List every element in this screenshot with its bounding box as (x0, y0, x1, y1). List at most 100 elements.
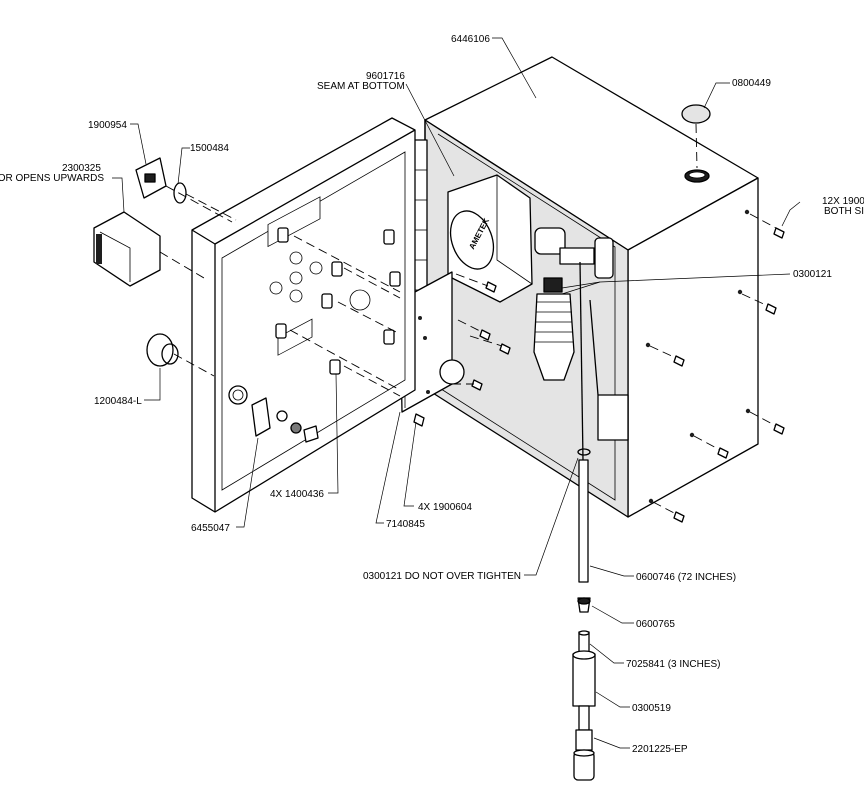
screw (773, 227, 785, 239)
latch-cam (251, 397, 271, 437)
callout-4x1900604: 4X 1900604 (418, 502, 472, 513)
leader-0800449 (703, 82, 730, 109)
callout-9601716: 9601716 (366, 71, 405, 82)
explode-line (173, 353, 215, 377)
door-hole (309, 261, 323, 275)
ferrule-top (577, 597, 591, 605)
plate-hole (426, 390, 430, 394)
tube-fitting-stack (572, 261, 596, 781)
callout-seam-at-bottom: SEAM AT BOTTOM (317, 81, 405, 92)
explode-line (749, 213, 777, 229)
leader-4x1400436 (328, 373, 339, 494)
leader-lines (112, 37, 801, 749)
leader-1500484 (177, 147, 190, 185)
callout-1500484: 1500484 (190, 143, 229, 154)
explode-lines (159, 123, 777, 515)
explode-line (185, 193, 237, 221)
filter-bowl (533, 293, 575, 381)
screw (717, 447, 729, 459)
leader-9601716 (405, 83, 455, 177)
latch-2300325 (93, 211, 161, 287)
leader-6455047 (236, 437, 259, 528)
callout-0300121: 0300121 (793, 269, 832, 280)
tube-inside (579, 261, 584, 461)
explode-line (695, 123, 698, 169)
explode-line (749, 411, 777, 427)
callout-6446106: 6446106 (451, 34, 490, 45)
explode-line (741, 293, 769, 307)
side-hole (744, 209, 750, 215)
screw (673, 511, 685, 523)
explode-line (159, 251, 205, 279)
explode-line (343, 365, 401, 397)
explode-line (165, 185, 233, 223)
latch-edge (99, 231, 131, 282)
standoff (383, 329, 395, 345)
leader-6446106 (492, 37, 537, 99)
adapter-stem (578, 705, 590, 731)
screw (413, 413, 425, 427)
explode-line (343, 267, 401, 299)
plate-knob (439, 359, 465, 385)
door-standoffs (275, 227, 401, 375)
door-panel (191, 117, 416, 513)
explode-line (457, 319, 483, 333)
standoff (389, 271, 401, 287)
box-inner-rim (437, 133, 616, 501)
plate-hole (418, 316, 422, 320)
door-latch (228, 385, 319, 443)
fitting-1200484L-face (161, 343, 179, 365)
leader-2201225EP (593, 737, 630, 749)
callout-0800449: 0800449 (732, 78, 771, 89)
fitting-1200484L (146, 333, 174, 367)
standoff (277, 227, 289, 243)
coupling-0300519 (572, 653, 596, 707)
latch-nut (228, 385, 248, 405)
right-valve (594, 237, 614, 279)
callout-both-sides: BOTH SIDES (824, 206, 864, 217)
plate-hole (423, 336, 427, 340)
callout-0300121-note: 0300121 DO NOT OVER TIGHTEN (363, 571, 521, 582)
leader-0600765 (591, 605, 634, 624)
latch-nut-inner (232, 389, 244, 401)
adapter-hex (575, 729, 593, 751)
explode-line (693, 435, 721, 451)
leader-2300325 (112, 177, 125, 213)
latch-flange (96, 234, 102, 264)
door-hole-large (349, 289, 371, 311)
side-hole (645, 342, 651, 348)
callout-0600765: 0600765 (636, 619, 675, 630)
callout-2201225EP: 2201225-EP (632, 744, 688, 755)
enclosure-door (191, 117, 416, 513)
standoff (383, 229, 395, 245)
leader-0600746 (589, 565, 634, 577)
standoff (329, 359, 341, 375)
explode-line (293, 235, 401, 293)
screw (499, 343, 511, 355)
door-hole (289, 251, 303, 265)
callout-7140845: 7140845 (386, 519, 425, 530)
screw (673, 355, 685, 367)
callout-2300325: 2300325 (62, 163, 101, 174)
latch-screw (303, 425, 319, 443)
internal-tube (589, 299, 599, 396)
leader-0300519 (595, 691, 630, 708)
screw (479, 329, 491, 341)
explode-line (649, 345, 677, 359)
callout-4x1400436: 4X 1400436 (270, 489, 324, 500)
door-cutout-lower (277, 318, 313, 356)
tube-0600746 (578, 459, 589, 583)
side-screws (413, 227, 785, 523)
callout-labels: 6446106 9601716 SEAM AT BOTTOM 0800449 1… (0, 34, 864, 755)
callout-1900954: 1900954 (88, 120, 127, 131)
left-side-parts (93, 157, 187, 367)
coupling-top (572, 650, 596, 660)
lower-valve (597, 394, 629, 441)
adapter-top (573, 749, 595, 757)
callout-6455047: 6455047 (191, 523, 230, 534)
callout-door-opens-upwards: DOOR OPENS UPWARDS (0, 173, 104, 184)
explode-line (289, 329, 401, 391)
explode-line (652, 501, 677, 515)
plug-0800449 (681, 104, 711, 124)
